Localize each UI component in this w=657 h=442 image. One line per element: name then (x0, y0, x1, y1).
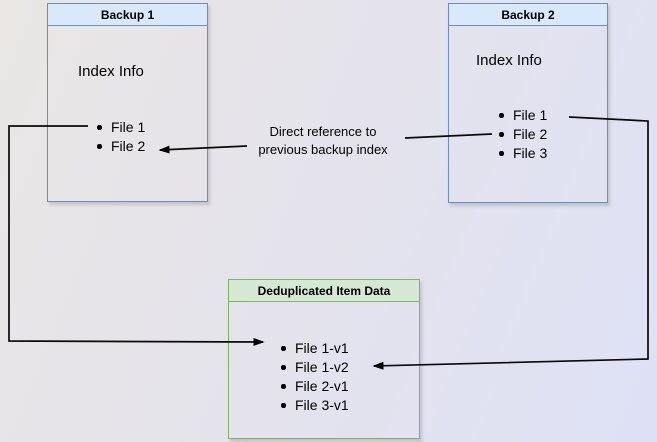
dedup-item-list: File 1-v1 File 1-v2 File 2-v1 File 3-v1 (281, 339, 349, 415)
list-item: File 1 (499, 106, 547, 125)
list-item: File 3-v1 (281, 396, 349, 415)
dedup-header: Deduplicated Item Data (229, 280, 419, 302)
backup1-title: Backup 1 (100, 8, 155, 22)
edge-label-line2: previous backup index (258, 141, 388, 157)
list-item: File 2-v1 (281, 377, 349, 396)
backup2-file-list: File 1 File 2 File 3 (499, 106, 547, 163)
list-item: File 3 (499, 144, 547, 163)
backup1-box: Backup 1 Index Info File 1 File 2 (47, 3, 208, 202)
list-item: File 1-v2 (281, 358, 349, 377)
backup1-file-list: File 1 File 2 (97, 118, 145, 156)
list-item: File 1 (97, 118, 145, 137)
list-item: File 2 (97, 137, 145, 156)
edge-label: Direct reference to previous backup inde… (233, 123, 413, 158)
dedup-box: Deduplicated Item Data File 1-v1 File 1-… (228, 279, 420, 439)
list-item: File 1-v1 (281, 339, 349, 358)
backup1-index-label: Index Info (78, 63, 144, 80)
edge-label-line1: Direct reference to (269, 124, 377, 139)
backup1-header: Backup 1 (48, 4, 207, 26)
backup2-index-label: Index Info (476, 52, 542, 69)
backup2-header: Backup 2 (449, 4, 607, 26)
backup2-title: Backup 2 (501, 8, 555, 22)
list-item: File 2 (499, 125, 547, 144)
backup2-box: Index Info Backup 2 File 1 File 2 File 3 (448, 3, 608, 203)
dedup-title: Deduplicated Item Data (257, 284, 391, 298)
